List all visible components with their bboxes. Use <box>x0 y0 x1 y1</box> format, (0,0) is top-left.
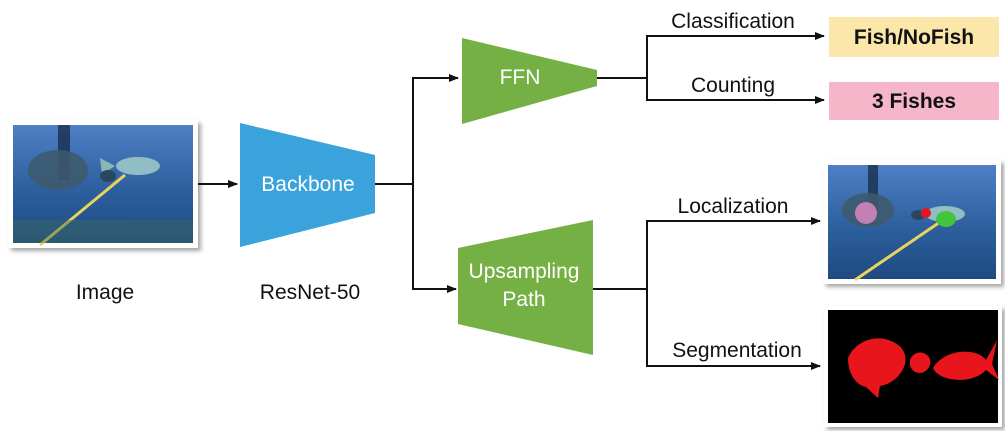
localization-marker-pink <box>855 202 877 224</box>
ffn-branch-connector <box>597 32 825 104</box>
counting-label: Counting <box>691 74 775 97</box>
backbone-block <box>240 123 375 247</box>
localization-marker-green <box>936 211 956 227</box>
localization-label: Localization <box>678 195 789 218</box>
upsampling-label-line1: Upsampling <box>469 260 580 283</box>
upsampling-label-line2: Path <box>502 288 545 311</box>
mask-fish-right <box>933 340 999 380</box>
ffn-block <box>462 38 597 124</box>
classification-output: Fish/NoFish <box>854 26 974 49</box>
backbone-split-connector <box>375 74 459 293</box>
upsampling-branch-connector <box>593 217 821 370</box>
mask-fish-large <box>848 338 906 398</box>
upsampling-block <box>458 220 593 355</box>
segmentation-label: Segmentation <box>672 339 802 362</box>
input-image <box>8 120 198 248</box>
input-image-label: Image <box>76 281 134 304</box>
backbone-sublabel: ResNet-50 <box>260 281 360 304</box>
ffn-label: FFN <box>500 66 541 89</box>
mask-fish-small <box>910 352 931 374</box>
classification-label: Classification <box>671 10 795 33</box>
counting-output-box <box>829 82 999 120</box>
localization-output-image <box>823 160 1001 284</box>
segmentation-output-mask <box>824 306 1002 427</box>
localization-marker-red <box>921 208 931 218</box>
backbone-label: Backbone <box>261 173 354 196</box>
counting-output: 3 Fishes <box>872 90 956 113</box>
classification-output-box <box>829 17 999 57</box>
